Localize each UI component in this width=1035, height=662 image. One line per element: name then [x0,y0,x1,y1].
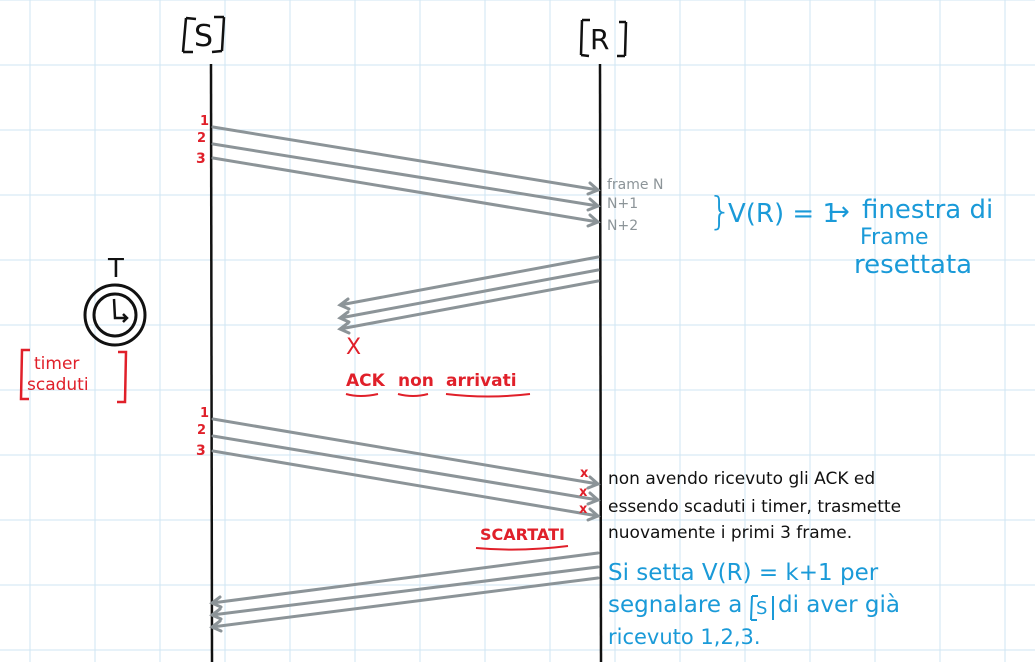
ack-lost-label: ACK non arrivati [345,371,531,398]
window-reset-note: } V(R) = 1 → finestra di Frame resettata [708,189,993,280]
final-ack-arrow-2 [209,565,600,621]
discarded-label: SCARTATI [475,525,569,551]
timer-label-line1: timer [34,354,79,374]
retransmit-number-1: 1 [200,406,209,421]
retransmit-numbers: 1 2 3 [196,406,209,459]
final-note-line2-before: segnalare a [608,592,742,618]
timer-expired-label: timer scaduti [19,348,128,404]
final-note: Si setta V(R) = k+1 per segnalare a S di… [608,560,900,649]
frame-arrow-2 [211,142,601,212]
window-note-line3: resettata [854,250,972,280]
final-ack-arrow-3 [209,576,600,633]
ack-arrow-2 [337,268,600,324]
discard-mark-1: x [580,466,589,481]
window-note-line2: Frame [860,225,929,250]
frame-label-n: frame N [607,177,663,193]
window-note-line1: finestra di [862,195,993,225]
ack-arrows-lost [337,255,600,335]
first-send-arrows [211,125,601,228]
retransmit-number-3: 3 [196,443,206,459]
discard-mark-2: x [579,485,588,500]
timer-clock-icon: T [83,254,147,347]
timer-symbol: T [107,254,124,284]
retransmit-arrow-3 [211,449,601,522]
final-ack-arrow-1 [209,551,600,609]
ack-arrow-1 [337,255,600,311]
retransmit-note-line2: essendo scaduti i timer, trasmette [608,497,901,517]
ack-lost-cross: X [346,335,361,360]
sender-lifeline [209,63,214,662]
timer-label-line2: scaduti [27,375,89,395]
frame-arrow-3 [211,156,601,228]
receiver-label: R [590,23,609,56]
first-send-numbers: 1 2 3 [196,114,209,167]
final-note-sender-ref: S [750,595,774,621]
window-arrow: → [828,197,850,227]
retransmit-note: non avendo ricevuto gli ACK ed essendo s… [608,469,901,543]
retransmit-number-2: 2 [197,423,206,438]
frame-labels: frame N N+1 N+2 [607,177,663,234]
ack-lost-word-arrivati: arrivati [446,371,517,391]
frame-label-n1: N+1 [607,196,638,212]
final-note-sender-label: S [756,598,767,619]
retransmit-note-line1: non avendo ricevuto gli ACK ed [608,469,875,489]
retransmit-arrows [211,417,601,522]
window-brace: } [708,189,732,233]
final-ack-arrows [209,551,600,633]
final-note-line3: ricevuto 1,2,3. [608,625,761,649]
frame-number-1: 1 [200,114,209,129]
window-equation: V(R) = 1 [728,199,839,229]
retransmit-arrow-1 [211,417,601,490]
sender-label: S [194,19,213,54]
discarded-text: SCARTATI [480,525,565,544]
final-note-line2-after: di aver già [778,592,900,618]
ack-arrow-3 [337,279,600,335]
ack-lost-word-non: non [398,371,434,391]
ack-lost-word-ack: ACK [346,371,386,391]
receiver-lifeline [598,63,603,662]
sender-header: S [181,15,226,54]
discard-marks: x x x [579,466,589,517]
frame-label-n2: N+2 [607,218,638,234]
retransmit-arrow-2 [211,434,601,506]
retransmit-note-line3: nuovamente i primi 3 frame. [608,523,852,543]
final-note-line1: Si setta V(R) = k+1 per [608,560,879,586]
frame-number-2: 2 [197,131,206,146]
frame-number-3: 3 [196,151,206,167]
frame-arrow-1 [211,125,601,196]
discard-mark-3: x [579,502,588,517]
receiver-header: R [579,18,628,58]
